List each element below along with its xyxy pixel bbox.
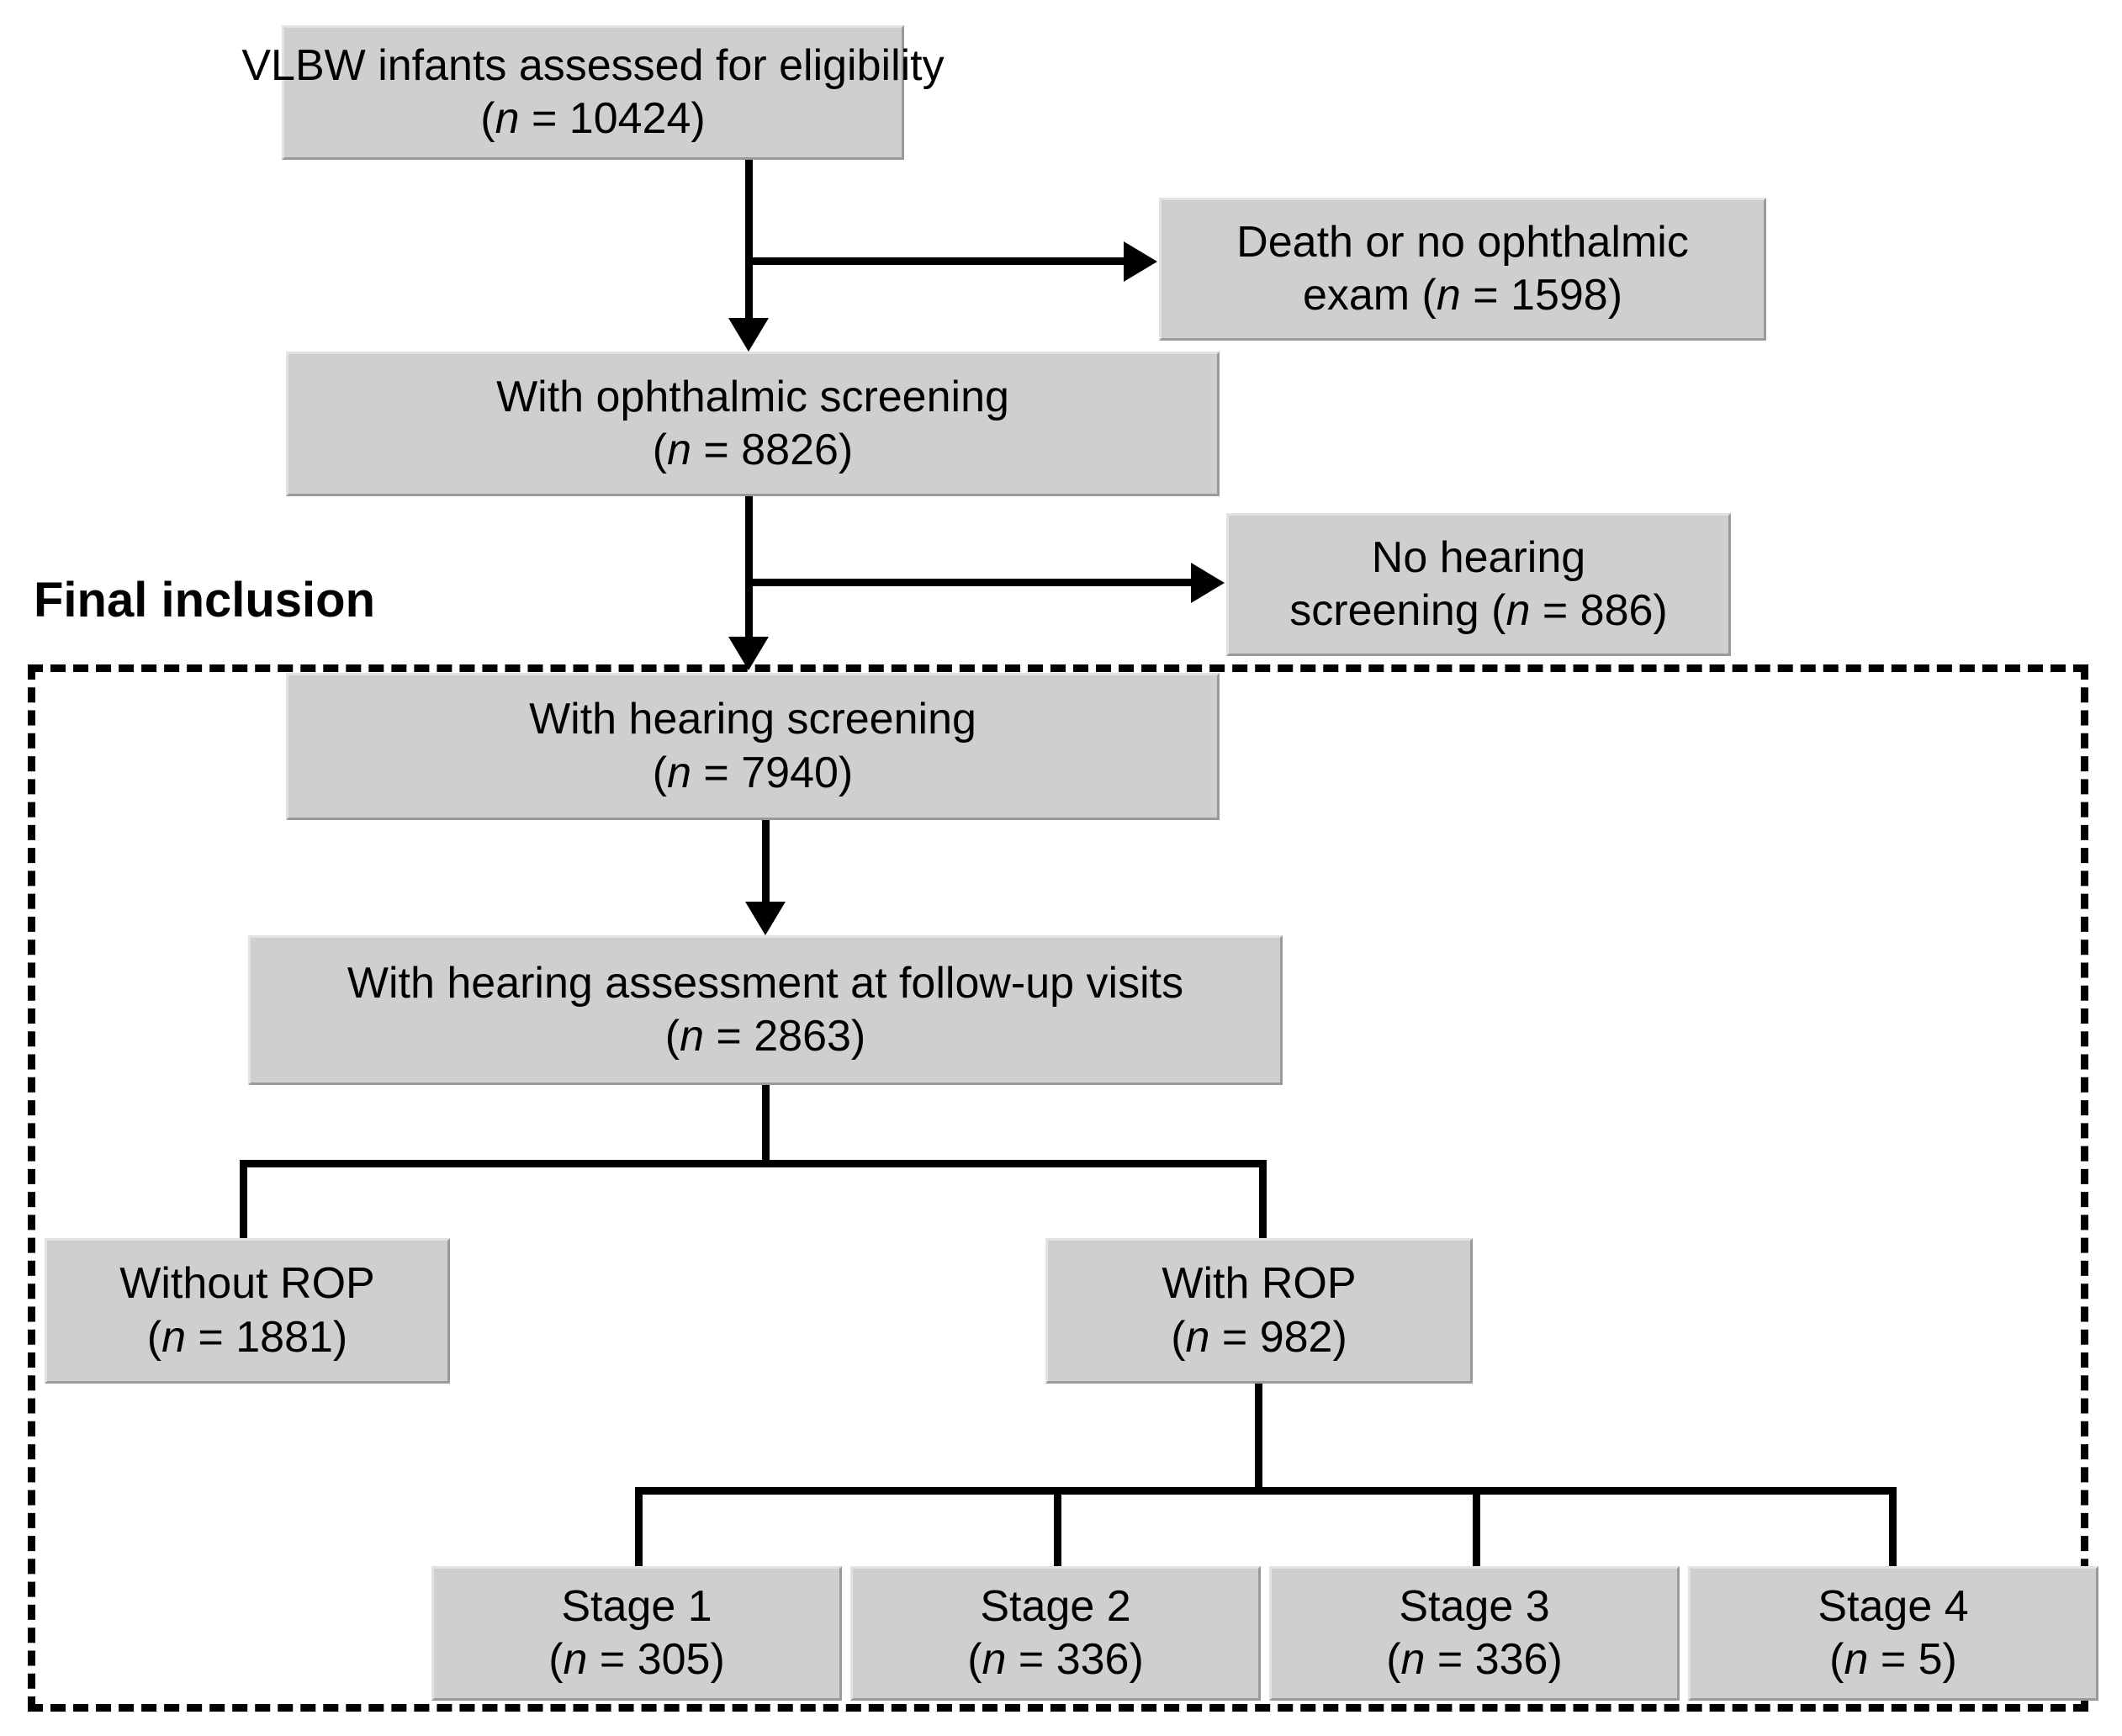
node-with-rop-line2: (n = 982) — [1171, 1312, 1347, 1362]
node-with-hearing-screening-line2: (n = 7940) — [652, 748, 854, 797]
node-stage-1: Stage 1 (n = 305) — [431, 1566, 842, 1701]
node-stage-2: Stage 2 (n = 336) — [850, 1566, 1261, 1701]
node-hearing-assessment-followup-line2: (n = 2863) — [664, 1012, 866, 1061]
connector-stage-split-bar — [635, 1487, 1897, 1495]
connector-ophthalmic-to-no-hearing — [745, 579, 1193, 586]
node-stage-3: Stage 3 (n = 336) — [1269, 1566, 1680, 1701]
node-without-rop-line2: (n = 1881) — [146, 1312, 348, 1362]
connector-to-stage3 — [1473, 1487, 1480, 1571]
node-stage-4: Stage 4 (n = 5) — [1688, 1566, 2098, 1701]
arrowhead-ophthalmic-to-no-hearing — [1191, 563, 1225, 603]
node-stage-2-line1: Stage 2 — [980, 1581, 1131, 1631]
node-death-no-ophthalmic-exam-line2: exam (n = 1598) — [1302, 271, 1623, 320]
node-hearing-assessment-followup-line1: With hearing assessment at follow-up vis… — [347, 958, 1184, 1008]
final-inclusion-label: Final inclusion — [34, 573, 376, 627]
node-death-no-ophthalmic-exam-line1: Death or no ophthalmic — [1236, 217, 1689, 267]
connector-hearing-to-followup — [762, 820, 770, 904]
connector-to-with-rop — [1259, 1160, 1267, 1240]
node-vlbw-assessed: VLBW infants assessed for eligibility (n… — [241, 25, 945, 160]
node-stage-4-line1: Stage 4 — [1818, 1581, 1969, 1631]
node-with-ophthalmic-screening-line2: (n = 8826) — [652, 426, 854, 474]
node-stage-3-line1: Stage 3 — [1399, 1581, 1550, 1631]
node-with-rop: With ROP (n = 982) — [1045, 1238, 1473, 1384]
connector-ophthalmic-to-hearing — [745, 496, 753, 639]
node-hearing-assessment-followup: With hearing assessment at follow-up vis… — [248, 935, 1283, 1085]
node-with-rop-line1: With ROP — [1162, 1259, 1357, 1309]
node-stage-2-line2: (n = 336) — [967, 1635, 1144, 1684]
connector-to-without-rop — [240, 1160, 247, 1240]
connector-assessed-to-ophthalmic — [745, 160, 753, 320]
node-stage-1-line1: Stage 1 — [561, 1581, 712, 1631]
connector-followup-stem — [762, 1085, 770, 1167]
node-with-hearing-screening-line1: With hearing screening — [529, 695, 976, 744]
node-with-ophthalmic-screening: With ophthalmic screening (n = 8826) — [286, 352, 1220, 496]
connector-to-stage4 — [1889, 1487, 1897, 1571]
connector-to-stage2 — [1054, 1487, 1061, 1571]
node-vlbw-assessed-line1: VLBW infants assessed for eligibility — [241, 40, 945, 90]
arrowhead-ophthalmic-to-hearing — [728, 637, 769, 670]
node-stage-1-line2: (n = 305) — [548, 1635, 725, 1684]
connector-to-stage1 — [635, 1487, 643, 1571]
node-no-hearing-screening-line1: No hearing — [1371, 532, 1586, 582]
arrowhead-hearing-to-followup — [745, 902, 786, 935]
node-stage-3-line2: (n = 336) — [1386, 1635, 1563, 1684]
node-without-rop-line1: Without ROP — [119, 1259, 375, 1309]
arrowhead-assessed-to-exclusion — [1124, 241, 1157, 282]
node-with-ophthalmic-screening-line1: With ophthalmic screening — [496, 372, 1009, 421]
connector-assessed-to-exclusion — [745, 257, 1125, 265]
arrowhead-assessed-to-ophthalmic — [728, 318, 769, 352]
node-stage-4-line2: (n = 5) — [1829, 1635, 1957, 1684]
connector-rop-split-bar — [240, 1160, 1267, 1167]
node-with-hearing-screening: With hearing screening (n = 7940) — [286, 673, 1220, 820]
node-vlbw-assessed-line2: (n = 10424) — [480, 94, 706, 143]
node-no-hearing-screening-line2: screening (n = 886) — [1289, 586, 1668, 635]
connector-with-rop-stem — [1255, 1384, 1262, 1491]
node-no-hearing-screening: No hearing screening (n = 886) — [1226, 513, 1731, 656]
node-death-no-ophthalmic-exam: Death or no ophthalmic exam (n = 1598) — [1159, 198, 1766, 341]
node-without-rop: Without ROP (n = 1881) — [45, 1238, 450, 1384]
